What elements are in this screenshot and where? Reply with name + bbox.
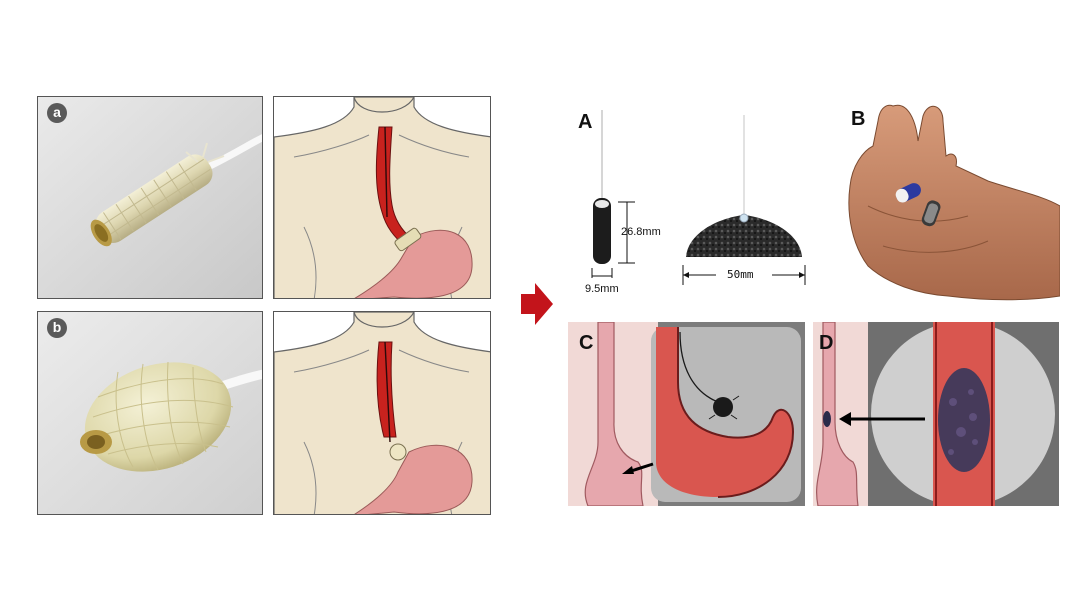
capsule-dimension-diagram [591,110,635,278]
sponge-width-label: 50mm [727,268,754,281]
transition-arrow-icon [521,283,553,325]
expanded-balloon-photo [38,312,262,514]
sponge-in-stomach-illustration [568,322,805,506]
label-B: B [851,108,866,130]
illustration-b-panel [273,311,491,515]
torso-capsule-esophagus-illustration [274,97,490,298]
panel-b-badge: b [47,318,67,338]
panel-a-badge: a [47,103,67,123]
sponge-dimension-diagram [682,115,806,285]
hand-photo-panel [838,96,1060,306]
photo-a-panel: a [37,96,263,299]
capsule-height-label: 26.8mm [621,226,661,238]
torso-balloon-stomach-illustration [274,312,490,514]
capsule-width-label: 9.5mm [585,283,619,295]
label-D: D [819,332,834,354]
illustration-a-panel [273,96,491,299]
sponge-in-esophagus-illustration [813,322,1059,506]
photo-b-panel: b [37,311,263,515]
hand-holding-capsules-photo [848,104,1060,301]
illustration-d-panel: D [813,322,1059,506]
label-A: A [578,111,593,133]
covered-capsule-photo [38,97,262,298]
illustration-c-panel: C [568,322,805,506]
label-C: C [579,332,594,354]
